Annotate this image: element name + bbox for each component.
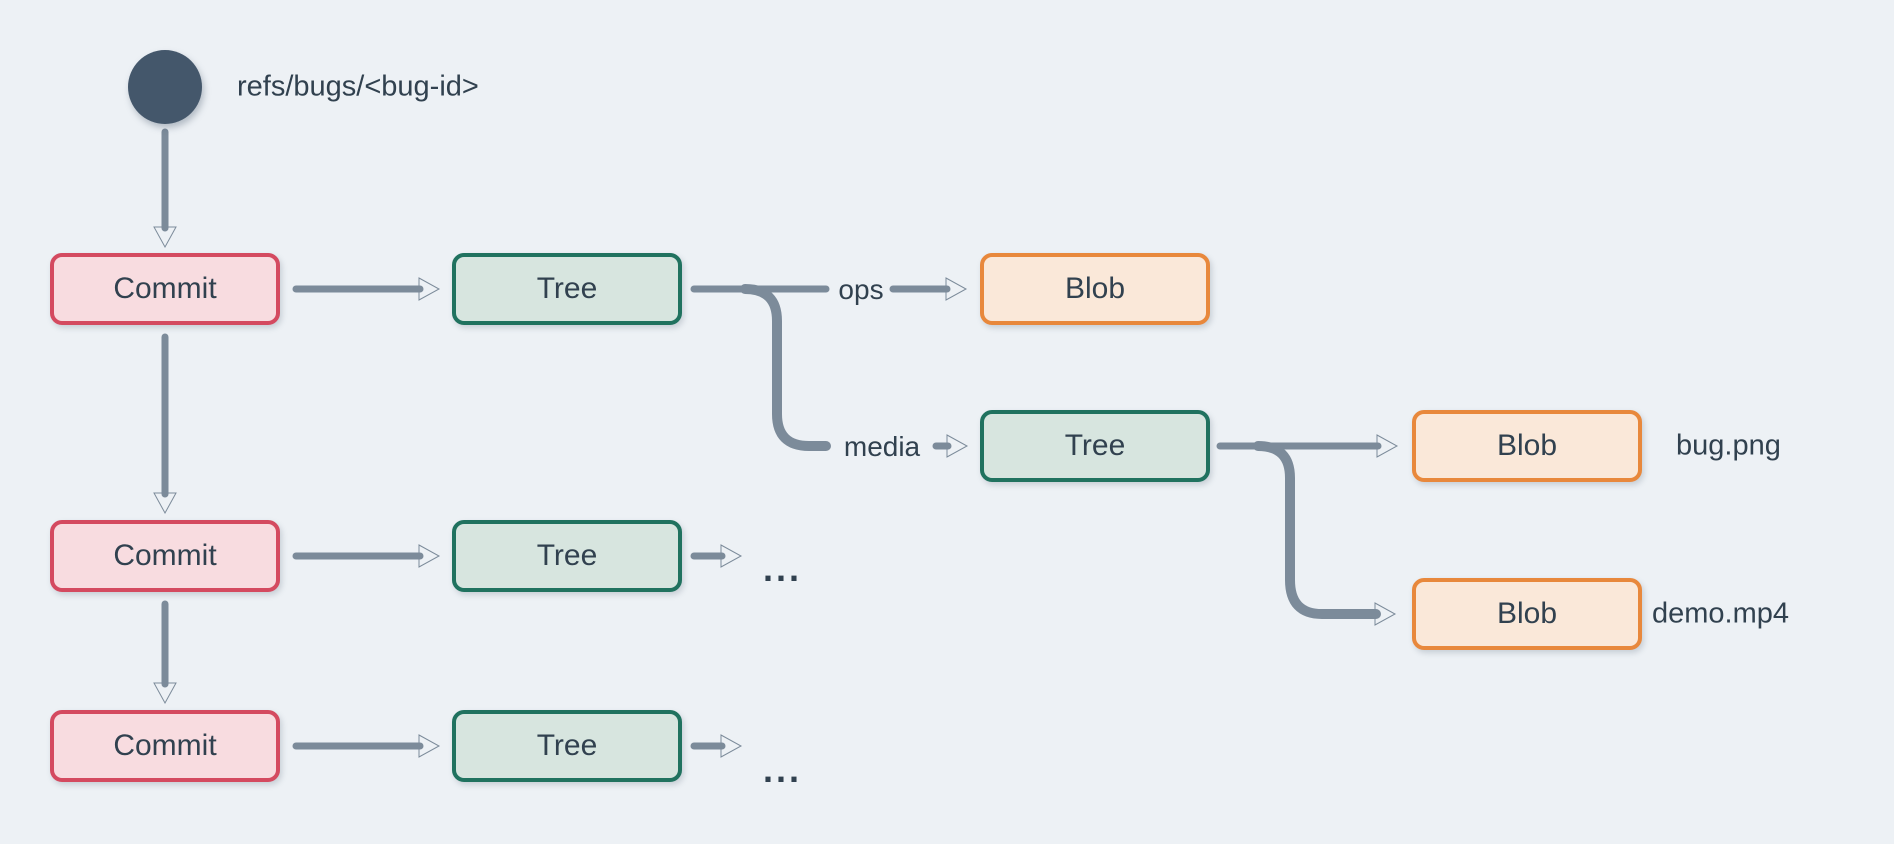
blob-node-demo: Blob [1412,578,1642,650]
ellipsis-row2: ... [763,548,803,589]
edge-label-media: media [843,431,921,462]
edge-label-ops: ops [838,274,884,305]
commit-node-1: Commit [50,253,280,325]
edge-tree1-branch-media [740,284,831,451]
file-label-bug-png: bug.png [1676,429,1781,462]
tree-node-1: Tree [452,253,682,325]
tree-node-media: Tree [980,410,1210,482]
edge-mediatree-branch-to-blob-demo [1253,441,1397,626]
blob-node-ops: Blob [980,253,1210,325]
commit-node-3: Commit [50,710,280,782]
file-label-demo-mp4: demo.mp4 [1652,597,1790,630]
commit-node-2: Commit [50,520,280,592]
ref-label: refs/bugs/<bug-id> [237,70,479,103]
tree-node-2: Tree [452,520,682,592]
tree-node-3: Tree [452,710,682,782]
blob-node-bug: Blob [1412,410,1642,482]
ellipsis-row3: ... [763,749,803,790]
ref-node-circle [128,50,202,124]
